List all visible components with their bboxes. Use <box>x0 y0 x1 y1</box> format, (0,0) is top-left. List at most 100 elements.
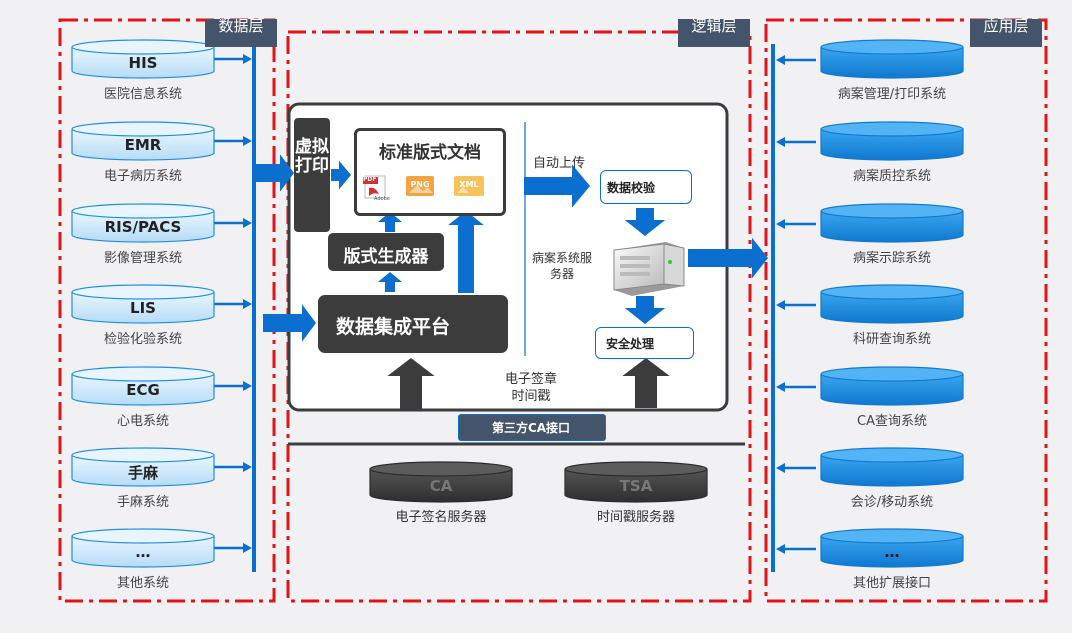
esign-up-arrow-left <box>387 358 435 411</box>
tsa-db <box>564 461 708 503</box>
app-db-0-top <box>820 39 964 55</box>
auto-upload-label: 自动上传 <box>533 156 586 171</box>
png-badge: PNG <box>410 180 430 189</box>
data-db-4 <box>71 366 215 406</box>
integration-platform-label: 数据集成平台 <box>335 316 450 338</box>
data-db-caption: 其他系统 <box>116 576 169 591</box>
check-to-server-arrow <box>624 208 666 236</box>
app-db-5-top <box>820 447 964 463</box>
data-db-1-body <box>71 129 215 161</box>
data-db-4-top <box>71 366 215 382</box>
app-db-arrow-4-head <box>776 382 785 392</box>
data-db-6 <box>71 528 215 568</box>
data-check-box <box>600 170 692 204</box>
server-to-app-arrow <box>688 237 768 279</box>
data-db-arrow-3-head <box>243 299 252 309</box>
tsa-db-top <box>564 461 708 477</box>
logic-layer-tag: 逻辑层 <box>678 19 750 47</box>
data-db-arrow-4-head <box>243 381 252 391</box>
app-db-caption: CA查询系统 <box>857 414 927 429</box>
data-db-6-top <box>71 528 215 544</box>
app-db-2-top <box>820 203 964 219</box>
server-label: 病案系统服务器 <box>531 251 592 281</box>
data-db-caption: 检验化验系统 <box>103 332 182 347</box>
data-db-2 <box>71 203 215 243</box>
data-layer-tag: 数据层 <box>205 19 277 47</box>
tsa-db-label: TSA <box>619 477 653 495</box>
auto-upload-arrow <box>524 164 590 208</box>
app-layer-tag: 应用层 <box>970 19 1042 47</box>
data-db-2-body <box>71 211 215 243</box>
server-icon <box>606 240 686 296</box>
app-db-caption: 病案示踪系统 <box>852 251 931 266</box>
data-db-label: LIS <box>130 299 156 317</box>
app-db-2 <box>820 203 964 243</box>
data-to-platform-arrow <box>263 304 316 342</box>
ca-interface-box <box>458 414 606 441</box>
data-db-1-top <box>71 121 215 137</box>
data-db-5-body <box>71 455 215 487</box>
std-doc-title: 标准版式文档 <box>379 143 481 163</box>
data-db-arrow-6-head <box>243 543 252 553</box>
app-db-3-body <box>820 292 964 324</box>
generator-to-doc-arrow <box>378 212 402 232</box>
png-file-icon <box>405 175 434 197</box>
app-db-3 <box>820 284 964 324</box>
virtual-print-label: 虚拟打印 <box>295 137 329 176</box>
ca-db-label: CA <box>429 477 453 495</box>
shapes-group <box>71 39 964 568</box>
platform-to-generator-arrow <box>378 272 402 292</box>
std-doc-box <box>354 128 506 216</box>
data-db-5-top <box>71 447 215 463</box>
ca-db <box>369 461 513 503</box>
app-db-6-top <box>820 528 964 544</box>
app-db-4 <box>820 366 964 406</box>
security-box <box>595 327 694 359</box>
xml-badge: XML <box>459 180 479 189</box>
pdf-sub: Adobe <box>374 196 390 202</box>
tsa-db-caption: 时间戳服务器 <box>596 510 675 525</box>
data-db-arrow-2-head <box>243 218 252 228</box>
app-db-caption: 会诊/移动系统 <box>850 495 934 510</box>
pdf-file-icon <box>363 174 386 200</box>
app-db-3-top <box>820 284 964 300</box>
ca-db-body <box>369 469 513 503</box>
data-to-virtual-print-arrow <box>256 154 294 192</box>
data-db-label: ECG <box>126 381 160 399</box>
app-db-2-body <box>820 211 964 243</box>
arrows-group <box>214 54 816 554</box>
app-db-caption: 病案管理/打印系统 <box>837 87 947 102</box>
format-generator-box <box>328 233 444 271</box>
data-db-3 <box>71 284 215 324</box>
data-db-1 <box>71 121 215 161</box>
app-db-arrow-6-head <box>776 544 785 554</box>
data-db-4-body <box>71 374 215 406</box>
app-db-arrow-2-head <box>776 219 785 229</box>
data-db-6-body <box>71 536 215 568</box>
data-db-arrow-5-head <box>243 462 252 472</box>
data-db-0 <box>71 39 215 79</box>
xml-file-icon <box>453 175 484 197</box>
app-db-arrow-0-head <box>776 55 785 65</box>
app-db-6-body <box>820 536 964 568</box>
app-db-1-body <box>820 129 964 161</box>
app-db-arrow-1-head <box>776 137 785 147</box>
data-db-0-body <box>71 47 215 79</box>
tsa-db-body <box>564 469 708 503</box>
esign-up-arrow-right <box>622 358 670 408</box>
virtual-print-box <box>294 118 330 232</box>
data-db-label: RIS/PACS <box>104 218 182 236</box>
data-db-3-body <box>71 292 215 324</box>
data-db-caption: 心电系统 <box>116 414 169 429</box>
esign-label: 电子签章 <box>504 372 557 387</box>
data-db-label: 手麻 <box>127 464 158 482</box>
data-layer-border <box>58 18 276 603</box>
data-db-caption: 电子病历系统 <box>103 169 182 184</box>
data-db-3-top <box>71 284 215 300</box>
app-db-6 <box>820 528 964 568</box>
app-db-caption: 病案质控系统 <box>852 169 931 184</box>
app-db-caption: 科研查询系统 <box>852 332 931 347</box>
data-check-label: 数据校验 <box>607 181 656 195</box>
platform-to-doc-arrow <box>448 211 484 293</box>
